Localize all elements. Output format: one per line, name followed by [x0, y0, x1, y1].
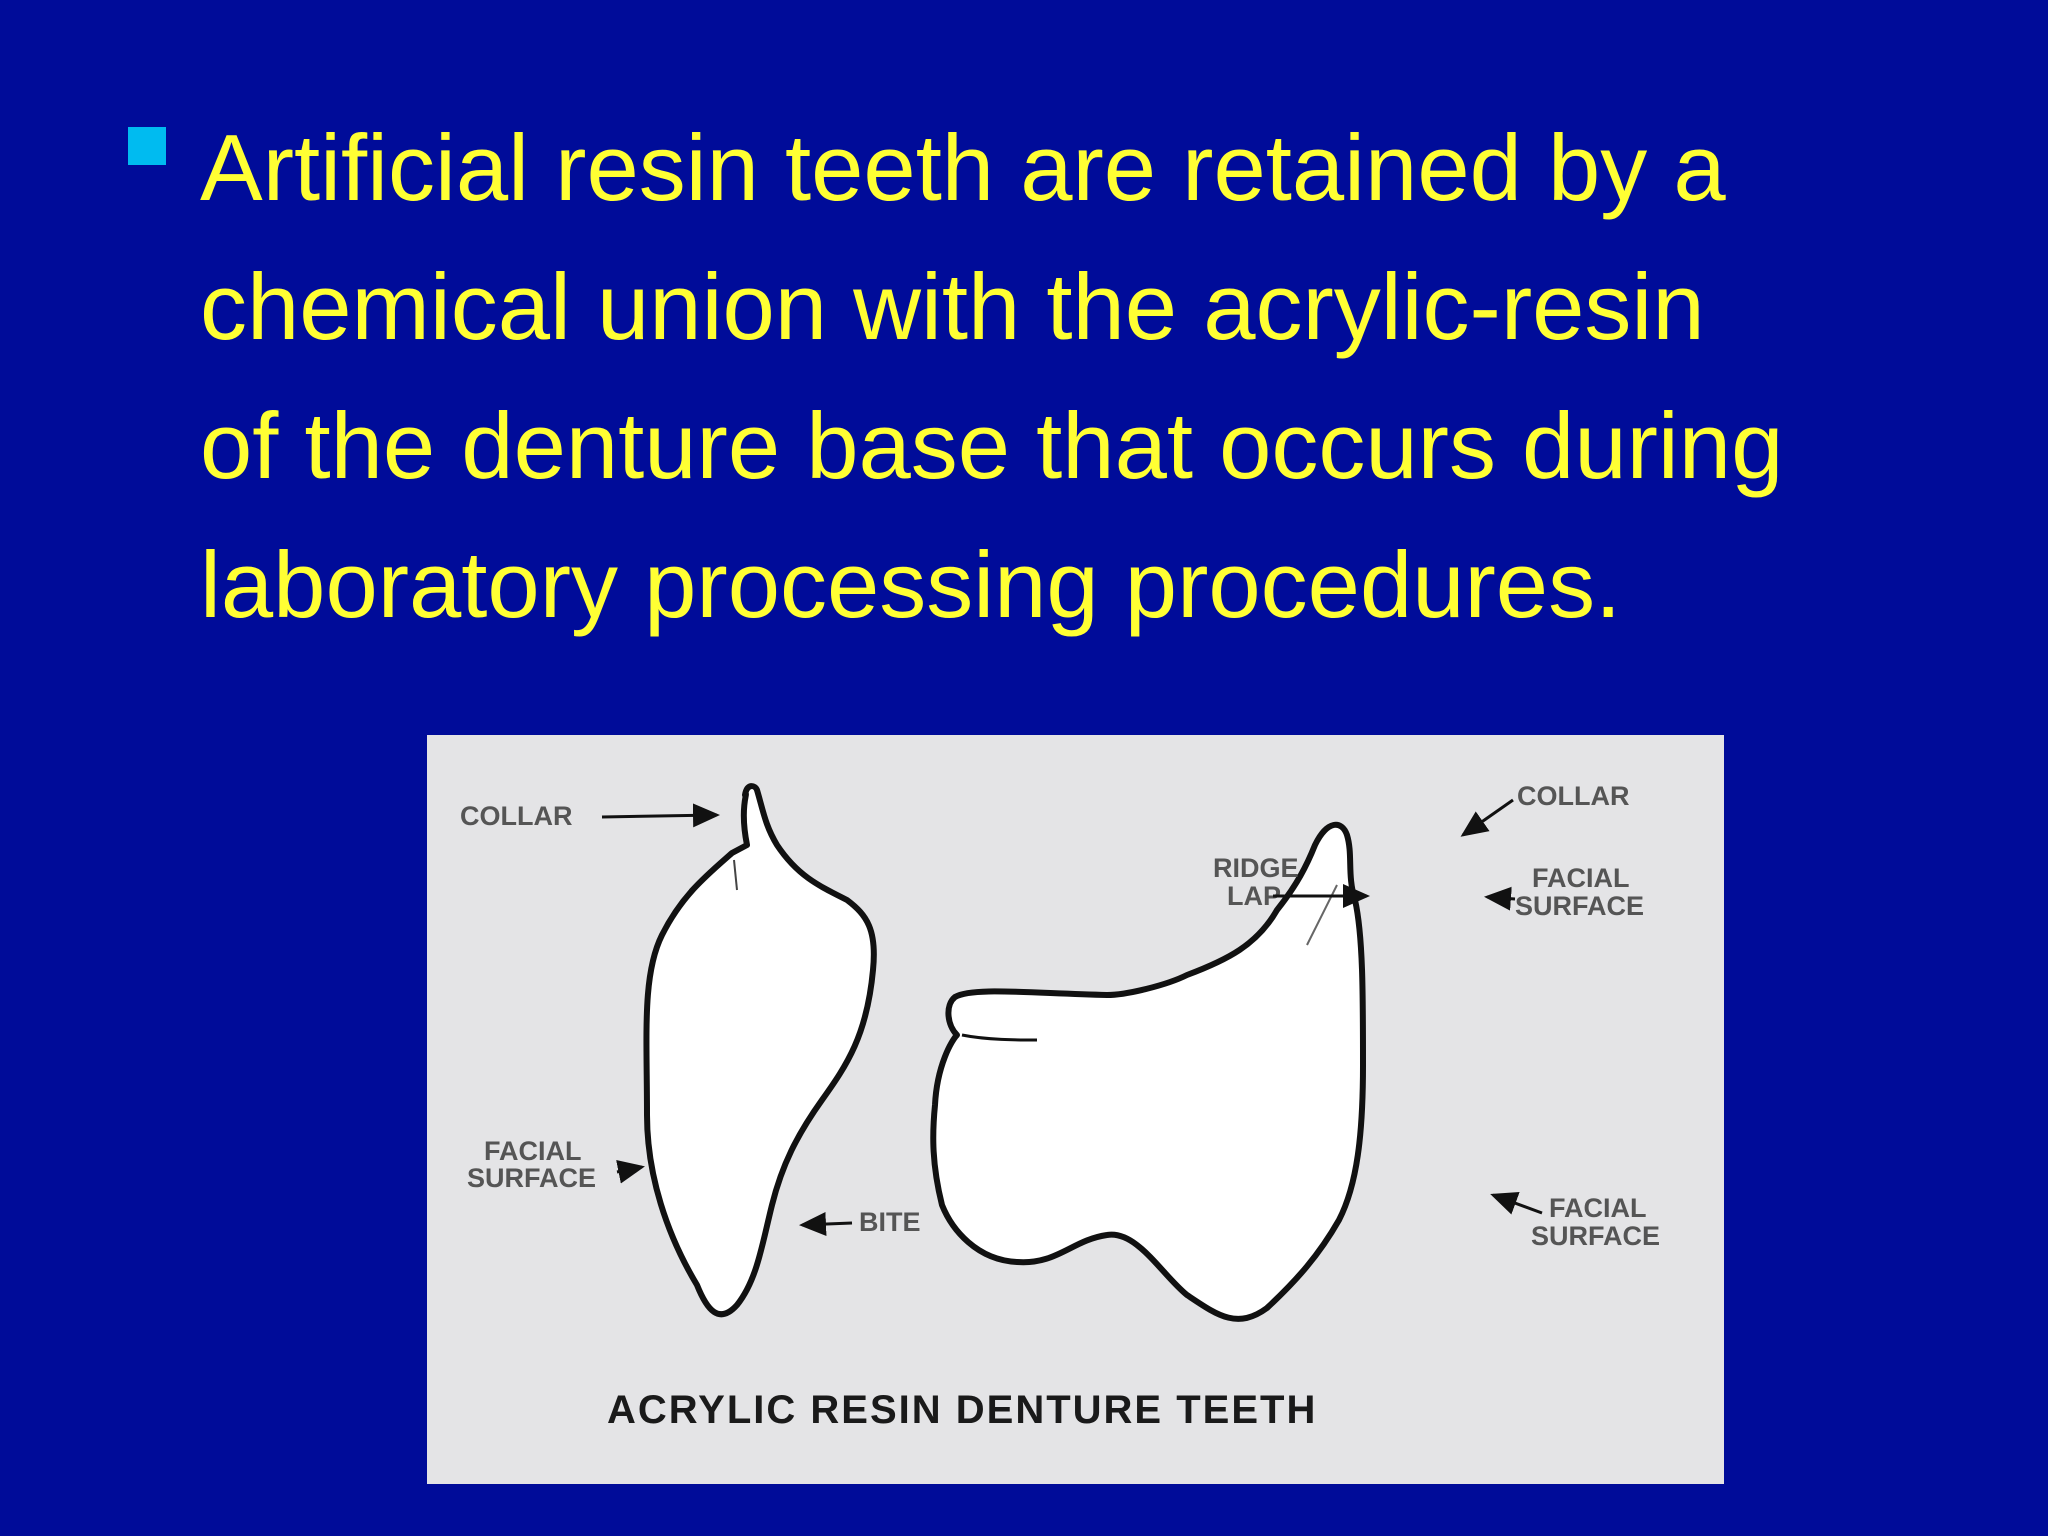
diagram-svg: COLLAR FACIAL SURFACE BITE COLLAR RIDGE …: [460, 781, 1660, 1432]
left-collar-line: [733, 859, 738, 891]
right-facial-bottom-arrow: [1490, 1192, 1543, 1215]
left-bite-arrow: [799, 1212, 853, 1237]
left-collar-label: COLLAR: [460, 801, 572, 831]
left-facial-arrow: [616, 1159, 645, 1184]
bullet-line-2: chemical union with the acrylic-resin: [200, 254, 1705, 359]
right-occlusal-line: [961, 1033, 1038, 1042]
left-facial-label-1: FACIAL: [484, 1136, 582, 1166]
bullet-line-1: Artificial resin teeth are retained by a: [200, 115, 1726, 220]
right-facial-top-label-2: SURFACE: [1515, 891, 1644, 921]
right-facial-bottom-label-2: SURFACE: [1531, 1221, 1660, 1251]
left-facial-label-2: SURFACE: [467, 1163, 596, 1193]
right-facial-top-label-1: FACIAL: [1532, 863, 1630, 893]
right-facial-top-arrow: [1484, 886, 1516, 911]
left-collar-arrow: [601, 803, 720, 828]
right-collar-label: COLLAR: [1517, 781, 1629, 811]
bullet-line-3: of the denture base that occurs during: [200, 393, 1784, 498]
bullet-square-icon: [128, 127, 166, 165]
right-ridge-label-2: LAP: [1227, 881, 1281, 911]
right-tooth-outline: [930, 821, 1366, 1322]
bullet-text: Artificial resin teeth are retained by a…: [200, 98, 1990, 654]
bullet-line-4: laboratory processing procedures.: [200, 532, 1622, 637]
right-ridge-label-1: RIDGE: [1213, 853, 1299, 883]
right-facial-bottom-label-1: FACIAL: [1549, 1193, 1647, 1223]
right-collar-arrow: [1460, 798, 1514, 837]
left-tooth-outline: [643, 783, 877, 1318]
left-bite-label: BITE: [859, 1207, 921, 1237]
denture-teeth-diagram: COLLAR FACIAL SURFACE BITE COLLAR RIDGE …: [427, 735, 1724, 1484]
diagram-caption: ACRYLIC RESIN DENTURE TEETH: [607, 1388, 1317, 1432]
